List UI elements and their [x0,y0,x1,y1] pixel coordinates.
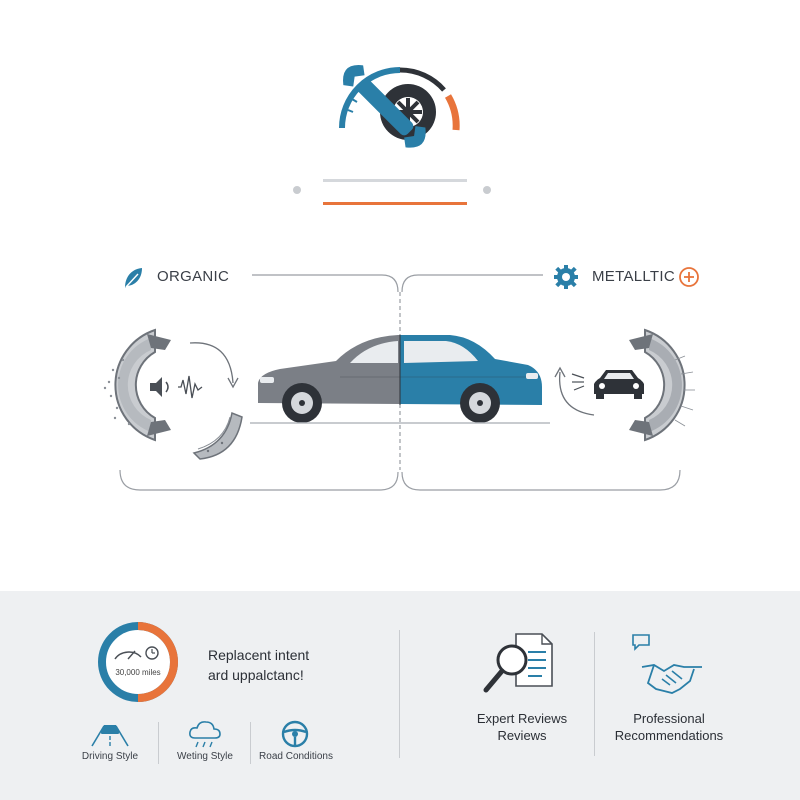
expert-reviews-line-1: Expert Reviews [476,711,568,726]
factor-weting-style: Weting Style [177,751,233,762]
header-divider-gray [323,179,467,182]
factor-divider-1 [158,722,159,764]
header-divider-orange [323,202,467,205]
curved-arrow-right-icon [554,366,595,416]
expert-reviews-line-2: Reviews [497,728,547,743]
document-magnifier-icon [483,633,553,693]
expert-reviews-label: Expert Reviews Reviews [462,710,582,744]
gear-icon [554,265,578,289]
sedan-car-illustration [250,335,550,424]
organic-brake-shoe-icon [103,328,171,442]
professional-recommendations-label: Professional Recommendations [600,710,738,744]
factor-divider-2 [250,722,251,764]
professional-line-2: Recommendations [614,728,724,743]
metallic-label: METALLTIC [592,268,675,285]
handshake-icon [641,664,702,694]
mileage-text: 30,000 miles [115,668,161,677]
plus-circle-icon [679,267,699,287]
factor-driving-style: Driving Style [81,751,139,762]
sound-noise-icon [150,375,203,399]
steering-wheel-icon [281,720,309,748]
gauge-wrench-logo-icon [339,65,460,148]
metallic-brake-shoe-icon [629,328,695,442]
leaf-icon [125,268,142,288]
footer-divider-main [399,630,400,758]
worn-brake-pad-icon [192,411,243,460]
organic-label: ORGANIC [157,268,230,285]
speech-bubble-icon [632,634,650,651]
cloud-rain-icon [189,721,221,748]
replacement-line-1: Replacent intent [208,647,310,663]
replacement-line-2: ard uppalctanc! [208,667,304,683]
mileage-ring-gauge-icon [98,622,178,702]
header-divider-dot-left [293,186,301,194]
footer-divider-right [594,632,595,756]
comparison-bracket [119,274,681,491]
header-divider-dot-right [483,186,491,194]
factor-road-conditions: Road Conditions [259,751,333,762]
professional-line-1: Professional [633,711,705,726]
road-car-icon [91,725,129,747]
car-headlights-icon [571,370,644,399]
replacement-text: Replacent intent ard uppalctanc! [208,645,309,685]
curved-arrow-left-icon [189,342,239,389]
